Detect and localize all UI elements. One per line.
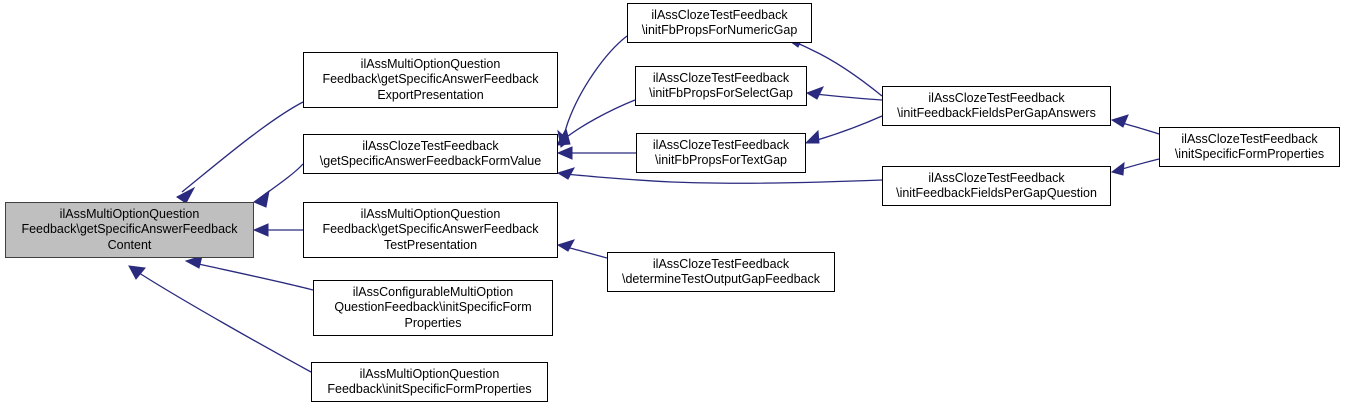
- graph-node[interactable]: ilAssClozeTestFeedback \getSpecificAnswe…: [303, 134, 558, 174]
- graph-node[interactable]: ilAssConfigurableMultiOption QuestionFee…: [313, 280, 553, 336]
- graph-node-label: ilAssClozeTestFeedback \initFbPropsForNu…: [641, 7, 798, 38]
- graph-edge: [259, 163, 304, 199]
- graph-node[interactable]: ilAssClozeTestFeedback \initFbPropsForNu…: [627, 3, 812, 43]
- graph-node-label: ilAssClozeTestFeedback \determineTestOut…: [621, 256, 821, 287]
- graph-node-label: ilAssClozeTestFeedback \initFbPropsForTe…: [652, 137, 790, 168]
- graph-node-label: ilAssMultiOptionQuestion Feedback\getSpe…: [322, 56, 539, 102]
- graph-edge: [565, 173, 883, 184]
- graph-edge-arrowhead: [556, 146, 573, 160]
- graph-edge: [181, 101, 304, 193]
- graph-edge-arrowhead: [805, 86, 825, 100]
- graph-node-label: ilAssConfigurableMultiOption QuestionFee…: [334, 284, 532, 330]
- graph-node[interactable]: ilAssMultiOptionQuestion Feedback\getSpe…: [303, 202, 558, 258]
- graph-node[interactable]: ilAssClozeTestFeedback \initFeedbackFiel…: [882, 86, 1111, 126]
- graph-edge-arrowhead: [556, 127, 571, 146]
- graph-node[interactable]: ilAssClozeTestFeedback \initFbPropsForTe…: [636, 133, 806, 173]
- graph-edge-arrowhead: [556, 239, 576, 252]
- graph-node[interactable]: ilAssClozeTestFeedback \initFbPropsForSe…: [635, 66, 807, 106]
- graph-node-label: ilAssClozeTestFeedback \initSpecificForm…: [1174, 131, 1325, 162]
- graph-node[interactable]: ilAssClozeTestFeedback \initFeedbackFiel…: [882, 166, 1111, 206]
- graph-node-label: ilAssMultiOptionQuestion Feedback\getSpe…: [21, 206, 238, 252]
- graph-node[interactable]: ilAssClozeTestFeedback \initSpecificForm…: [1159, 127, 1340, 167]
- graph-node[interactable]: ilAssMultiOptionQuestion Feedback\getSpe…: [303, 52, 558, 108]
- graph-node-label: ilAssMultiOptionQuestion Feedback\initSp…: [327, 366, 532, 397]
- graph-node[interactable]: ilAssMultiOptionQuestion Feedback\initSp…: [311, 362, 548, 402]
- graph-edge-arrowhead: [252, 189, 270, 208]
- graph-node-label: ilAssMultiOptionQuestion Feedback\getSpe…: [322, 206, 539, 252]
- graph-edge-arrowhead: [804, 129, 820, 144]
- graph-edge: [1118, 121, 1160, 135]
- graph-edge-arrowhead: [128, 265, 146, 280]
- graph-edge-arrowhead: [557, 129, 570, 148]
- graph-node-current[interactable]: ilAssMultiOptionQuestion Feedback\getSpe…: [5, 202, 254, 258]
- graph-edge-arrowhead: [1110, 114, 1129, 128]
- graph-edge: [814, 93, 883, 101]
- graph-edge-arrowhead: [252, 223, 269, 237]
- graph-edge-arrowhead: [1110, 161, 1125, 176]
- graph-node-label: ilAssClozeTestFeedback \initFeedbackFiel…: [896, 170, 1097, 201]
- graph-edge: [793, 41, 883, 97]
- graph-node-label: ilAssClozeTestFeedback \initFbPropsForSe…: [649, 70, 793, 101]
- graph-node[interactable]: ilAssClozeTestFeedback \determineTestOut…: [607, 252, 835, 292]
- graph-edge: [1118, 158, 1160, 171]
- graph-edge-arrowhead: [176, 186, 196, 204]
- graph-edge: [193, 262, 314, 291]
- graph-edge: [562, 99, 636, 141]
- graph-edge: [565, 246, 608, 259]
- graph-edge: [562, 35, 628, 141]
- graph-node-label: ilAssClozeTestFeedback \getSpecificAnswe…: [319, 138, 542, 169]
- graph-edge: [813, 115, 883, 142]
- graph-edge-arrowhead: [556, 167, 576, 180]
- graph-node-label: ilAssClozeTestFeedback \initFeedbackFiel…: [897, 90, 1096, 121]
- graph-edge: [135, 270, 312, 373]
